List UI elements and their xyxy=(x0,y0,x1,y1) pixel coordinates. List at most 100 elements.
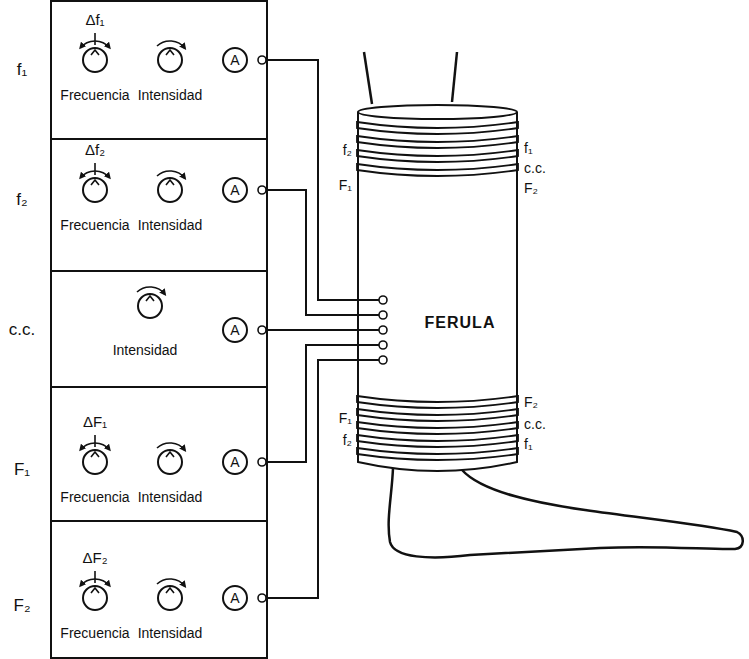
coil-set xyxy=(357,122,518,176)
coil-label: f₁ xyxy=(524,140,533,156)
knob-label: Frecuencia xyxy=(60,489,129,505)
coil-label: c.c. xyxy=(524,160,546,176)
intensity-knob xyxy=(158,48,182,72)
splint-label: FERULA xyxy=(425,314,496,332)
foot-outline xyxy=(389,468,743,557)
frequency-arrow xyxy=(80,163,109,178)
knob-label: Frecuencia xyxy=(60,625,129,641)
ammeter-circle-outline xyxy=(223,450,247,474)
ammeter-circle: A xyxy=(222,585,248,611)
frequency-knob xyxy=(83,586,107,610)
input-terminal xyxy=(379,326,387,334)
output-terminal xyxy=(258,458,266,466)
wire xyxy=(268,329,357,331)
splint-outline xyxy=(357,104,518,472)
ammeter-circle: A xyxy=(222,449,248,475)
coil-label: f₂ xyxy=(343,142,352,158)
coil xyxy=(357,396,518,408)
frequency-knob xyxy=(83,450,107,474)
coil-set xyxy=(357,396,518,460)
generator-panel: c.c.IntensidadA xyxy=(50,270,268,388)
ammeter-circle-outline xyxy=(223,318,247,342)
generator-panel: f₂Δf₂FrecuenciaIntensidadA xyxy=(50,138,268,272)
knob-label: Frecuencia xyxy=(60,87,129,103)
wire xyxy=(268,360,357,598)
coil-label: f₂ xyxy=(343,432,352,448)
ammeter-label: A xyxy=(230,454,239,470)
coil-label: c.c. xyxy=(524,416,546,432)
frequency-arrow xyxy=(80,435,109,450)
coil-label: F₂ xyxy=(524,394,538,410)
output-terminal xyxy=(258,56,266,64)
coil-label: F₁ xyxy=(339,410,352,426)
wire xyxy=(268,190,357,315)
coil-label: F₁ xyxy=(339,177,352,193)
splint-terminals xyxy=(379,296,387,364)
input-terminal xyxy=(379,296,387,304)
ammeter-circle-outline xyxy=(223,586,247,610)
coil xyxy=(357,122,518,134)
coil xyxy=(357,150,518,162)
frequency-knob xyxy=(83,178,107,202)
channel-label: f₁ xyxy=(17,60,27,80)
splint: FERULA xyxy=(357,104,518,472)
coil xyxy=(357,448,518,460)
output-terminal xyxy=(258,326,266,334)
delta-label: Δf₁ xyxy=(85,11,104,28)
knob-label: Intensidad xyxy=(113,342,178,358)
ammeter-circle-outline xyxy=(223,178,247,202)
wire xyxy=(268,345,357,462)
channel-label: F₁ xyxy=(14,460,30,480)
splint-body xyxy=(358,112,517,471)
coil-label: F₂ xyxy=(524,180,538,196)
coil xyxy=(357,164,518,176)
stub-wire xyxy=(357,344,379,346)
input-terminal xyxy=(379,356,387,364)
knob-label: Intensidad xyxy=(138,489,203,505)
delta-label: ΔF₂ xyxy=(82,549,107,566)
channel-label: c.c. xyxy=(9,320,35,340)
wire xyxy=(268,60,357,300)
channel-label: F₂ xyxy=(14,596,31,616)
knob-label: Intensidad xyxy=(138,625,203,641)
ammeter-circle-outline xyxy=(223,48,247,72)
knob-label: Intensidad xyxy=(138,87,203,103)
delta-label: Δf₂ xyxy=(85,141,105,158)
coil xyxy=(357,409,518,421)
coil-label: f₁ xyxy=(524,436,533,452)
output-terminal xyxy=(258,594,266,602)
ammeter-circle: A xyxy=(222,47,248,73)
coil xyxy=(357,435,518,447)
ammeter-label: A xyxy=(230,590,239,606)
channel-label: f₂ xyxy=(16,190,27,210)
delta-label: ΔF₁ xyxy=(83,413,107,430)
generator-panel: f₁Δf₁FrecuenciaIntensidadA xyxy=(50,0,268,140)
stub-wire xyxy=(357,314,379,316)
input-terminal xyxy=(379,341,387,349)
frequency-knob xyxy=(83,48,107,72)
ammeter-label: A xyxy=(230,322,239,338)
ammeter-label: A xyxy=(230,182,239,198)
strap xyxy=(364,52,372,104)
intensity-knob xyxy=(138,294,162,318)
stub-wire xyxy=(357,299,379,301)
frequency-arrow xyxy=(80,33,109,48)
frequency-arrow xyxy=(80,571,109,586)
terminal-stubs xyxy=(357,300,379,360)
intensity-knob xyxy=(158,450,182,474)
output-terminal xyxy=(258,186,266,194)
intensity-knob xyxy=(158,178,182,202)
generator-panel: F₂ΔF₂FrecuenciaIntensidadA xyxy=(50,520,268,659)
knob-label: Frecuencia xyxy=(60,217,129,233)
splint-rim xyxy=(358,105,517,119)
stub-wire xyxy=(357,359,379,361)
input-terminal xyxy=(379,311,387,319)
intensity-knob xyxy=(158,586,182,610)
ammeter-circle: A xyxy=(222,177,248,203)
ammeter-circle: A xyxy=(222,317,248,343)
coil xyxy=(357,422,518,434)
generator-panel: F₁ΔF₁FrecuenciaIntensidadA xyxy=(50,386,268,522)
knob-label: Intensidad xyxy=(138,217,203,233)
ammeter-label: A xyxy=(230,52,239,68)
